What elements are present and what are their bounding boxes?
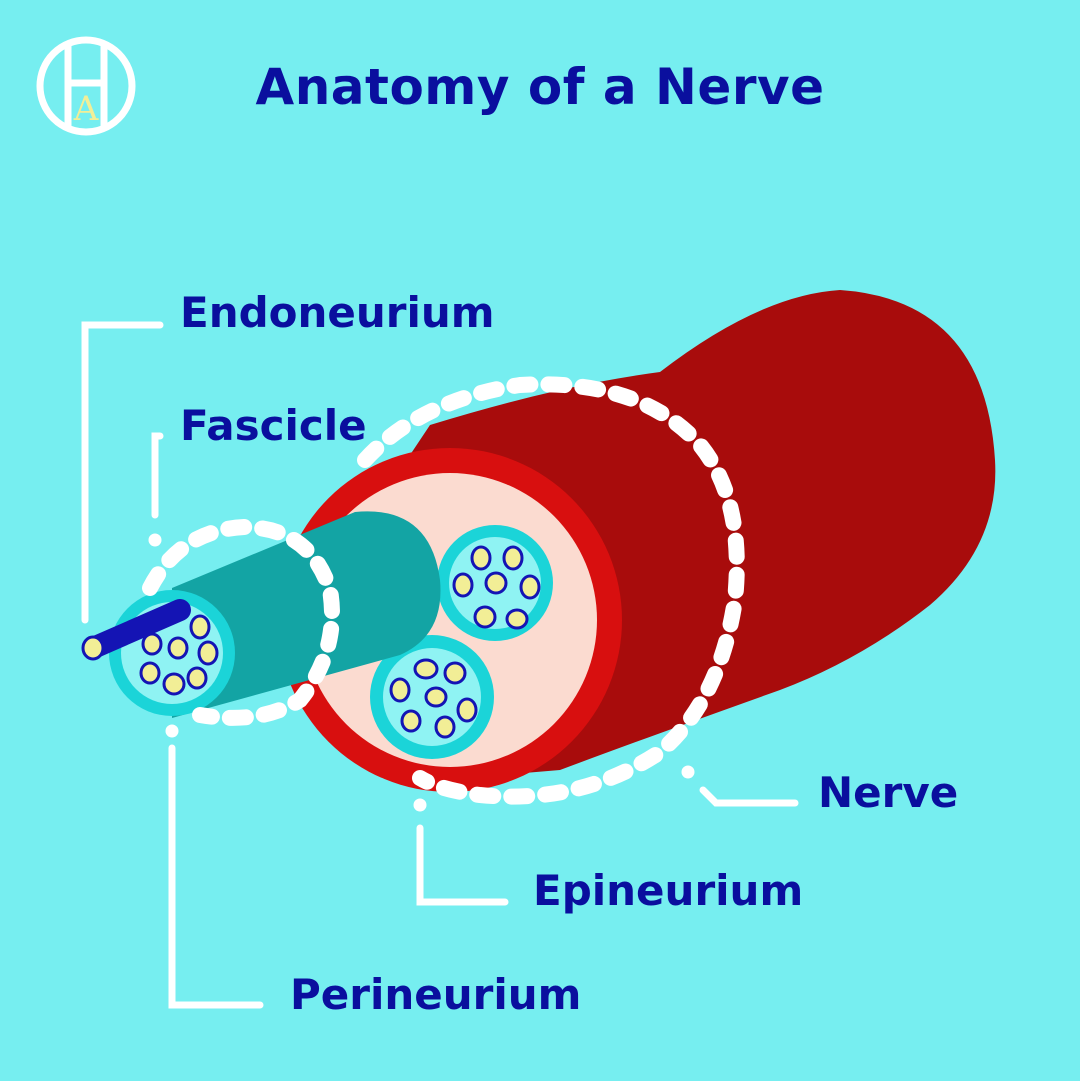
perineurium-leader [168, 744, 264, 1009]
fascicle-dashed-outline [142, 518, 340, 726]
leader-lines [81, 321, 799, 1009]
fascicle-body [172, 511, 441, 718]
page-title: Anatomy of a Nerve [255, 58, 825, 116]
epineurium-leader [416, 824, 509, 906]
logo-letter: A [73, 89, 99, 129]
label-nerve: Nerve [818, 768, 959, 817]
fascicle-leader [151, 432, 164, 519]
nerve-dashed-outline [357, 376, 745, 805]
axon-fibers [139, 545, 541, 739]
endoneurium-leader [81, 321, 164, 624]
logo: A [36, 36, 136, 136]
axon-tube [81, 599, 191, 661]
label-perineurium: Perineurium [290, 970, 582, 1019]
logo-ring [36, 36, 136, 136]
nerve-leader [699, 786, 799, 807]
label-epineurium: Epineurium [533, 866, 804, 915]
label-fascicle: Fascicle [180, 401, 367, 450]
label-endoneurium: Endoneurium [180, 288, 495, 337]
